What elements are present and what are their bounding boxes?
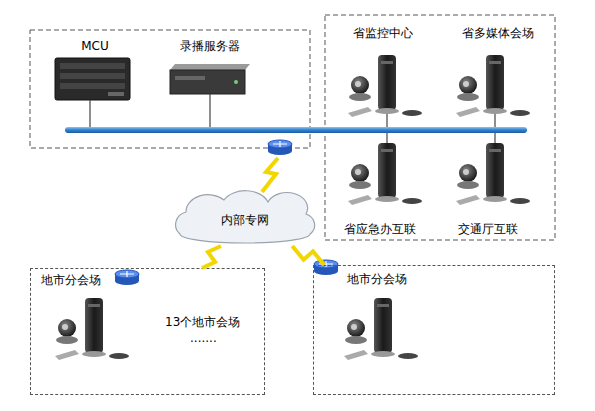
terminal-detail [489, 149, 501, 152]
remote-control [456, 107, 480, 117]
camera-lens [463, 169, 469, 175]
camera-base [349, 93, 371, 101]
camera-lens [355, 169, 361, 175]
mcu-device [55, 58, 130, 100]
conference-terminal [348, 55, 422, 117]
wireless-link [292, 246, 324, 265]
microphone [109, 353, 129, 359]
camera-head [347, 319, 365, 337]
terminal-tower [486, 55, 504, 110]
router-arrows [120, 271, 134, 277]
conference-terminal [456, 55, 530, 117]
network-cloud: 内部专网 [160, 190, 330, 246]
camera-lens [463, 81, 469, 87]
conference-terminal [55, 298, 129, 360]
microphone [398, 353, 418, 359]
router-symbol [115, 270, 139, 285]
router-top [268, 140, 292, 148]
camera-lens [355, 81, 361, 87]
router-symbol [314, 260, 338, 275]
remote-control [348, 107, 372, 117]
remote-control [55, 350, 79, 360]
terminal-base [375, 108, 399, 114]
terminal-detail [381, 149, 393, 152]
device-label-box: MCU [65, 37, 125, 55]
terminal-detail [377, 304, 389, 307]
conference-terminal [456, 143, 530, 205]
node-label: 地市分会场 [41, 272, 264, 288]
node-label: 交通厅互联 [440, 221, 535, 237]
camera-head [58, 319, 76, 337]
terminal-base [483, 108, 507, 114]
terminal-base [375, 196, 399, 202]
terminal-detail [381, 61, 393, 64]
camera-head [351, 76, 369, 94]
wireless-link [262, 158, 278, 192]
router-arrows [319, 261, 333, 267]
terminal-tower [378, 143, 396, 198]
site-group: 地市分会场 [313, 265, 555, 395]
node-label: 录播服务器 [170, 38, 250, 54]
camera-head [459, 76, 477, 94]
terminal-tower [374, 298, 392, 353]
device-label-box: 省多媒体会场 [445, 24, 550, 42]
device-label-box: 录播服务器 [170, 37, 250, 55]
camera-lens [351, 324, 357, 330]
terminal-tower [85, 298, 103, 353]
microphone [402, 198, 422, 204]
device-label-box: 交通厅互联 [440, 220, 535, 238]
terminal-detail [489, 61, 501, 64]
terminal-base [371, 351, 395, 357]
terminal-detail [88, 304, 100, 307]
note-label: ....... [190, 330, 217, 346]
remote-control [348, 195, 372, 205]
router-top [115, 270, 139, 278]
drop-line [90, 94, 495, 143]
router-symbol [268, 140, 292, 155]
camera-base [457, 181, 479, 189]
microphone [510, 198, 530, 204]
microphone [510, 110, 530, 116]
node-label: 省应急办互联 [330, 221, 430, 237]
site-group: 地市分会场 [30, 268, 265, 395]
conference-terminal [344, 298, 418, 360]
microphone [402, 110, 422, 116]
conference-terminal [348, 143, 422, 205]
node-label: 省多媒体会场 [445, 25, 550, 41]
camera-head [351, 164, 369, 182]
remote-control [344, 350, 368, 360]
terminal-tower [486, 143, 504, 198]
server-device [170, 64, 250, 94]
node-label: MCU [65, 38, 125, 54]
terminal-base [483, 196, 507, 202]
router-top [314, 260, 338, 268]
terminal-tower [378, 55, 396, 110]
camera-base [349, 181, 371, 189]
camera-lens [62, 324, 68, 330]
node-label: 地市分会场 [347, 271, 554, 287]
camera-base [56, 336, 78, 344]
camera-head [459, 164, 477, 182]
router-arrows [273, 141, 287, 147]
node-label: 省监控中心 [335, 25, 430, 41]
camera-base [457, 93, 479, 101]
network-bus [65, 127, 527, 133]
terminal-base [82, 351, 106, 357]
camera-base [345, 336, 367, 344]
device-label-box: 省监控中心 [335, 24, 430, 42]
wireless-link [202, 246, 221, 268]
remote-control [456, 195, 480, 205]
device-label-box: 省应急办互联 [330, 220, 430, 238]
cloud-label: 内部专网 [160, 212, 330, 228]
note-label: 13个地市会场 [165, 314, 240, 330]
